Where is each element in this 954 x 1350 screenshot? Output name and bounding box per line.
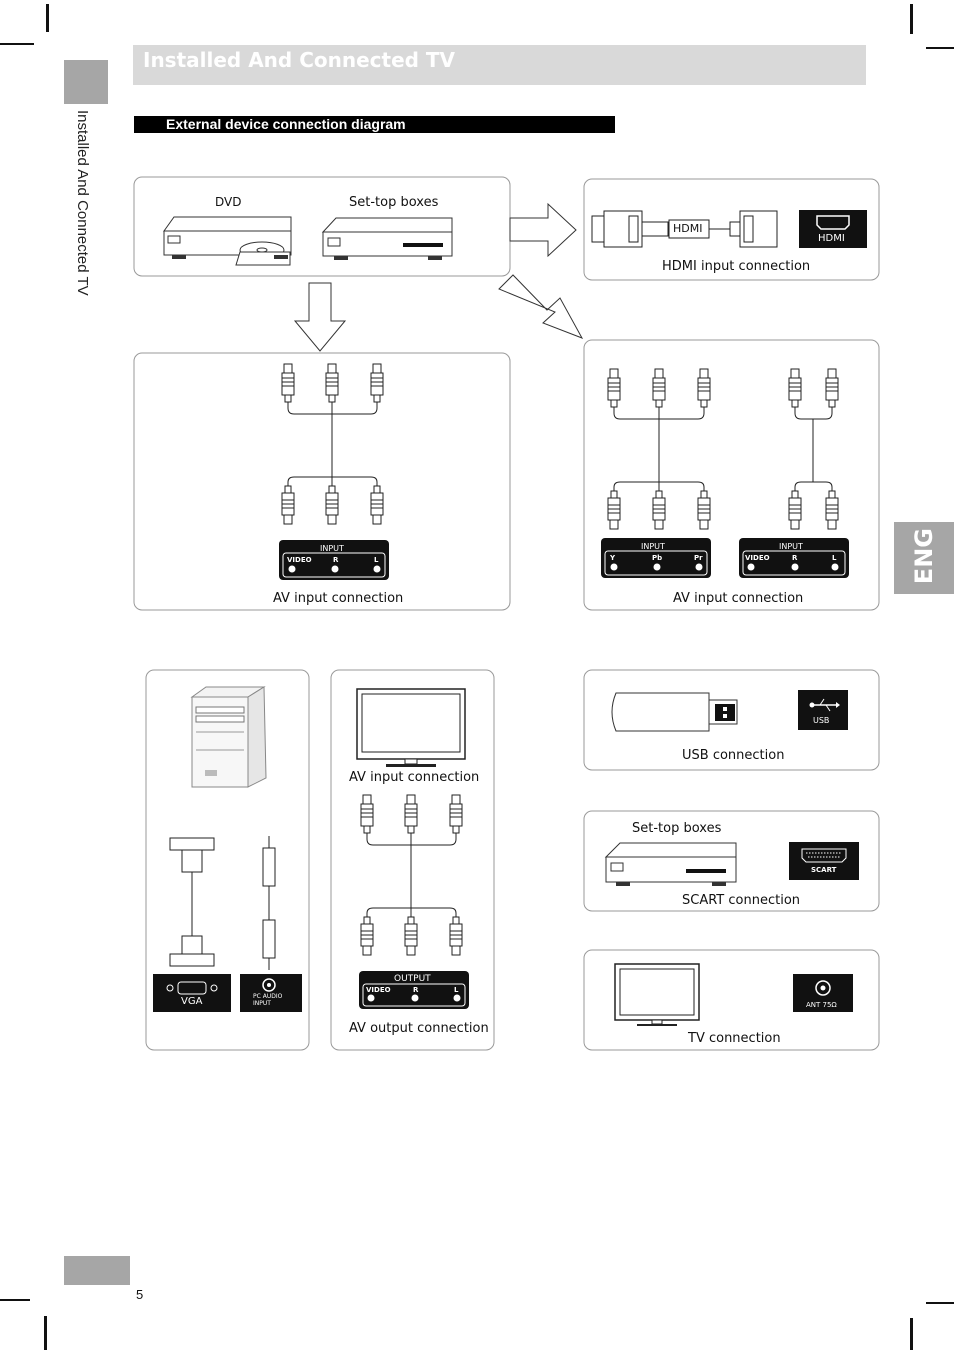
arrow-down-icon <box>293 282 347 352</box>
dvd-label: DVD <box>215 195 242 209</box>
tv-icon <box>614 963 700 1026</box>
panel-video-label-right: VIDEO <box>745 554 770 562</box>
panel-video-label: VIDEO <box>287 556 312 564</box>
component-input-panel <box>601 538 711 578</box>
av-caption-right: AV input connection <box>673 591 804 606</box>
usb-caption: USB connection <box>682 748 785 763</box>
scart-port-icon <box>789 842 859 880</box>
tv-caption: TV connection <box>688 1031 781 1046</box>
panel-pb-label: Pb <box>652 554 663 562</box>
hdmi-cable-icon <box>591 210 778 248</box>
panel-r-label: R <box>333 556 339 564</box>
settop-box-icon <box>321 217 453 260</box>
output-r-label: R <box>413 986 419 994</box>
hdmi-cable-label: HDMI <box>673 222 703 235</box>
antenna-port-icon <box>793 974 853 1012</box>
panel-y-label: Y <box>610 554 616 562</box>
crop-mark <box>926 1302 954 1304</box>
hdmi-port-icon <box>799 210 867 248</box>
output-l-label: L <box>454 986 459 994</box>
arrow-right-icon <box>509 202 577 258</box>
output-video-label: VIDEO <box>366 986 391 994</box>
vga-port-icon <box>153 974 231 1012</box>
hdmi-port-label: HDMI <box>818 233 845 244</box>
crop-mark <box>46 4 49 32</box>
crop-mark <box>910 4 913 34</box>
side-tab <box>64 60 108 104</box>
av-output-panel <box>359 971 469 1009</box>
usb-port-icon <box>798 690 848 730</box>
component-cable-icon <box>607 368 711 530</box>
section-bar: External device connection diagram <box>134 116 615 133</box>
dvd-player-icon <box>163 216 292 266</box>
scart-port-label: SCART <box>811 866 837 874</box>
page-title: Installed And Connected TV <box>143 48 456 72</box>
usb-stick-icon <box>611 692 738 732</box>
av-input-label-right: INPUT <box>779 542 803 551</box>
audio-cable-icon <box>788 368 839 530</box>
scart-settop-icon <box>604 842 737 886</box>
av-input-box-left <box>133 352 511 611</box>
crop-mark <box>910 1318 913 1350</box>
crop-mark <box>0 1299 30 1301</box>
audio-jack-cable-icon <box>262 836 276 970</box>
pc-audio-label: PC AUDIO INPUT <box>253 993 283 1007</box>
page-number: 5 <box>136 1287 144 1302</box>
panel-l-label: L <box>374 556 379 564</box>
panel-input-label: INPUT <box>320 544 344 553</box>
arrow-diagonal-icon <box>498 274 584 339</box>
av-input-panel-right <box>739 538 849 578</box>
scart-caption: SCART connection <box>682 893 801 908</box>
panel-l-label-right: L <box>832 554 837 562</box>
page-header: Installed And Connected TV <box>133 45 866 85</box>
av-out-caption: AV output connection <box>349 1021 489 1036</box>
language-tab: ENG <box>894 522 954 594</box>
rca-cable-icon <box>281 363 384 525</box>
output-label: OUTPUT <box>394 974 431 984</box>
hdmi-caption: HDMI input connection <box>662 259 811 274</box>
av-caption-left: AV input connection <box>273 591 404 606</box>
vga-label: VGA <box>181 996 203 1007</box>
scart-settop-label: Set-top boxes <box>632 821 722 836</box>
panel-r-label-right: R <box>792 554 798 562</box>
tv-av-caption: AV input connection <box>349 770 480 785</box>
crop-mark <box>926 47 954 49</box>
crop-mark <box>0 43 34 45</box>
vga-cable-icon <box>169 837 215 967</box>
settop-label: Set-top boxes <box>349 195 439 210</box>
panel-pr-label: Pr <box>694 554 703 562</box>
footer-tab <box>64 1256 130 1285</box>
component-input-label: INPUT <box>641 542 665 551</box>
crop-mark <box>44 1316 47 1350</box>
computer-tower-icon <box>190 686 267 788</box>
side-label: Installed And Connected TV <box>74 110 91 296</box>
pc-audio-port-icon <box>240 974 302 1012</box>
av-input-panel <box>279 540 389 580</box>
usb-port-label: USB <box>813 716 830 725</box>
tv-monitor-icon <box>356 688 466 767</box>
antenna-port-label: ANT 75Ω <box>806 1001 837 1009</box>
section-title: External device connection diagram <box>166 116 406 132</box>
av-output-cable-icon <box>360 794 463 956</box>
